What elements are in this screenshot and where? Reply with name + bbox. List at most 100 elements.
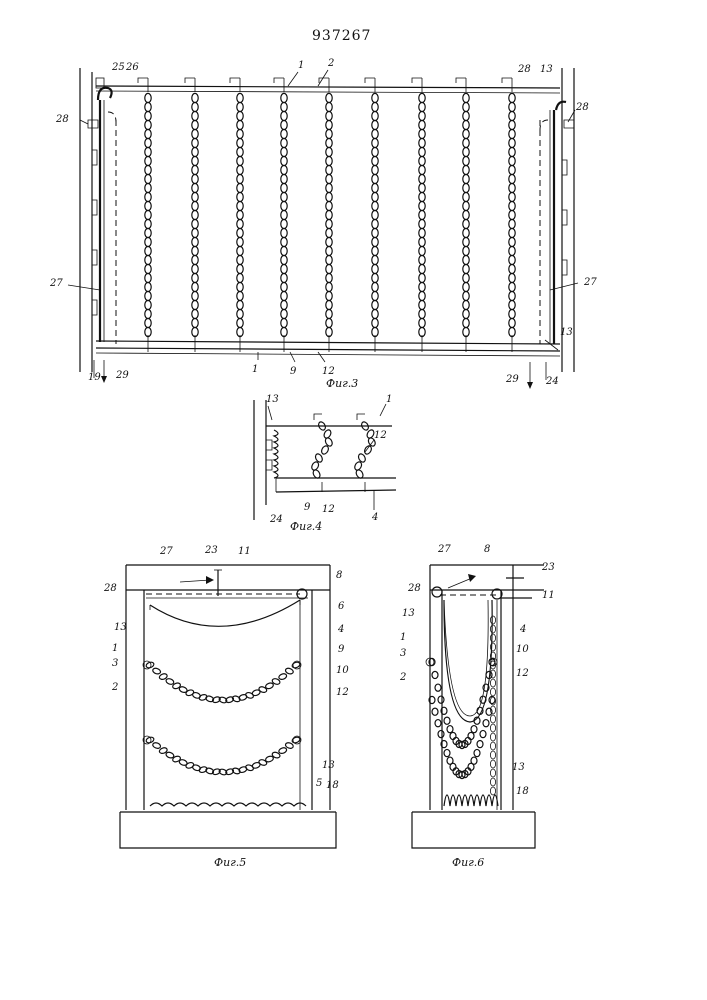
fig4-label-13: 13 <box>266 394 279 405</box>
chain-link <box>326 102 332 111</box>
chain-link <box>490 715 495 723</box>
fig6-label-4: 4 <box>519 624 526 635</box>
chain-link <box>326 93 332 102</box>
chain-link <box>326 318 332 327</box>
chain-link <box>145 318 151 327</box>
chain-link <box>237 273 243 282</box>
chain-link <box>419 111 425 120</box>
chain-link <box>463 219 469 228</box>
chain-link <box>145 237 151 246</box>
chain-link <box>483 720 489 727</box>
chain-link <box>326 210 332 219</box>
chain-link <box>372 255 378 264</box>
chain-link <box>237 318 243 327</box>
chain-link <box>145 210 151 219</box>
chain-link <box>372 318 378 327</box>
fig3-label-2: 2 <box>327 58 334 69</box>
chain-link <box>326 237 332 246</box>
chain-link <box>419 174 425 183</box>
chain-link <box>419 273 425 282</box>
fig3-caption: Фиг.3 <box>326 377 358 390</box>
chain-link <box>490 778 495 786</box>
chain-link <box>281 138 287 147</box>
chain-link <box>509 219 515 228</box>
chain-link <box>463 93 469 102</box>
chain-link <box>281 102 287 111</box>
chain-link <box>463 201 469 210</box>
chain-link <box>509 192 515 201</box>
chain-link <box>326 291 332 300</box>
chain-link <box>447 726 453 733</box>
chain-link <box>145 309 151 318</box>
fig4-label-9: 9 <box>304 502 311 513</box>
chain-link <box>471 757 477 764</box>
chain-link <box>192 120 198 129</box>
chain-link <box>509 147 515 156</box>
chain-link <box>326 183 332 192</box>
chain-link <box>237 309 243 318</box>
chain-link <box>145 300 151 309</box>
chain-link <box>326 255 332 264</box>
fig5-label-12: 12 <box>336 687 349 698</box>
chain-link <box>192 183 198 192</box>
chain-link <box>145 219 151 228</box>
chain-link <box>281 120 287 129</box>
fig6-label-12: 12 <box>516 668 529 679</box>
chain-link <box>372 210 378 219</box>
chain-link <box>145 111 151 120</box>
chain-link <box>463 129 469 138</box>
chain-link <box>372 174 378 183</box>
figure-6 <box>412 565 544 848</box>
fig4-label-12-bottom: 12 <box>322 504 335 515</box>
fig6-label-2: 2 <box>399 672 406 683</box>
chain-link <box>192 111 198 120</box>
chain-link <box>509 237 515 246</box>
chain-link <box>237 129 243 138</box>
chain-link <box>145 264 151 273</box>
chain-link <box>372 291 378 300</box>
chain-link <box>281 264 287 273</box>
chain-hanger <box>274 78 284 83</box>
fig6-label-13-top: 13 <box>402 608 415 619</box>
fig5-label-28: 28 <box>103 583 117 594</box>
chain-link <box>372 309 378 318</box>
chain-link <box>326 300 332 309</box>
chain-link <box>509 318 515 327</box>
fig4-label-1: 1 <box>386 394 392 405</box>
chain-link <box>237 93 243 102</box>
chain-link <box>444 749 450 756</box>
chain-link <box>419 129 425 138</box>
chain-link <box>152 742 161 750</box>
fig5-label-13-top: 13 <box>114 622 127 633</box>
chain-link <box>419 300 425 309</box>
chain-link <box>326 156 332 165</box>
chain-link <box>237 237 243 246</box>
fig5-label-23: 23 <box>204 545 218 556</box>
chain-link <box>145 120 151 129</box>
chain-link <box>237 228 243 237</box>
chain-link <box>192 255 198 264</box>
chain-link <box>463 102 469 111</box>
chain-link <box>145 156 151 165</box>
chain-link <box>192 264 198 273</box>
fig4-label-12-top: 12 <box>374 430 387 441</box>
chain-link <box>419 102 425 111</box>
fig3-label-28-right: 28 <box>575 102 589 113</box>
chain-link <box>474 749 480 756</box>
chain-link <box>509 255 515 264</box>
chain-link <box>438 730 444 737</box>
chain-link <box>281 165 287 174</box>
chain-link <box>509 111 515 120</box>
chain-link <box>486 708 492 715</box>
chain-link <box>145 201 151 210</box>
chain-link <box>372 111 378 120</box>
chain-link <box>237 291 243 300</box>
chain-link <box>326 192 332 201</box>
chain-hanger <box>412 78 422 83</box>
chain-link <box>281 309 287 318</box>
fig5-label-9: 9 <box>338 644 345 655</box>
fig5-chain-group <box>145 661 300 776</box>
chain-link <box>432 671 438 678</box>
chain-link <box>463 237 469 246</box>
fig5-caption: Фиг.5 <box>214 856 246 869</box>
